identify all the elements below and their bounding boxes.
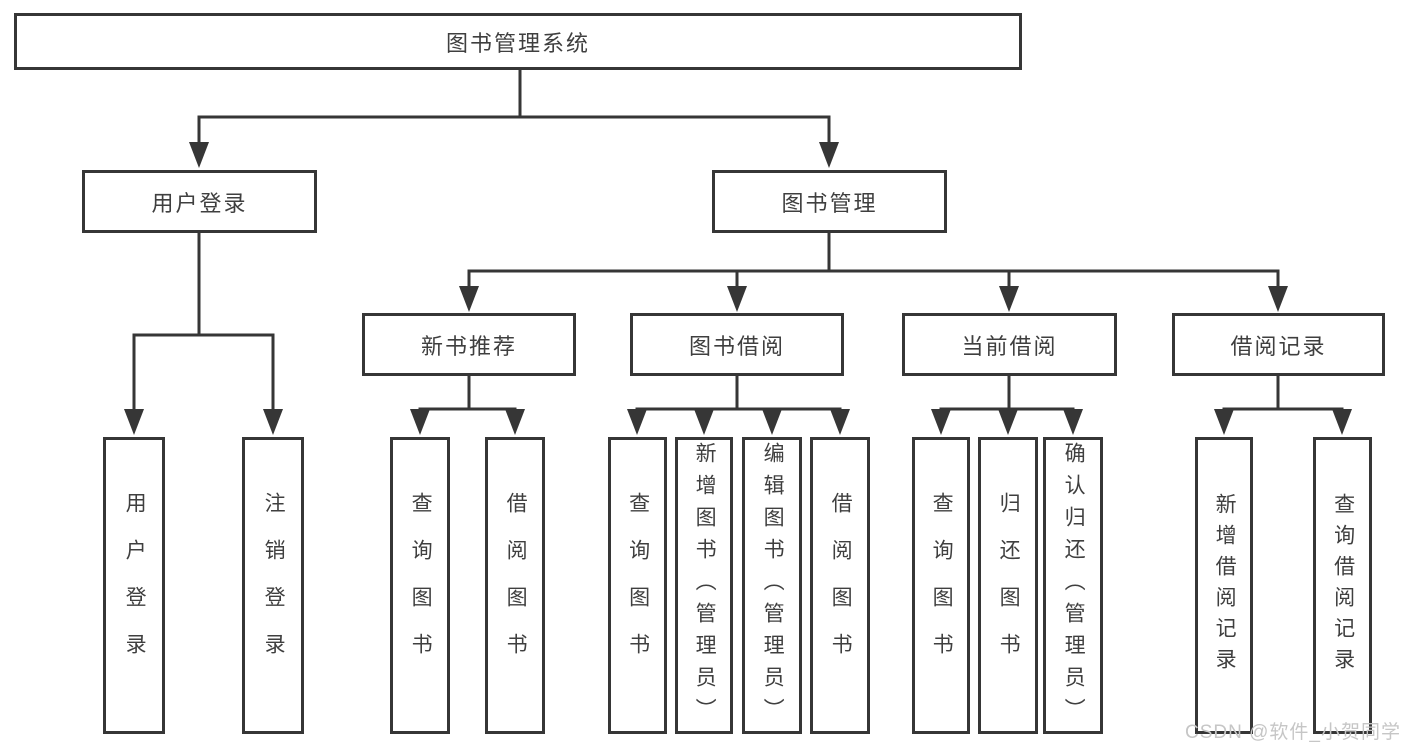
leaf-add-book-admin: 新增图书（管理员）: [675, 437, 733, 734]
leaf-confirm-return-admin-label: 确认归还（管理员）: [1062, 441, 1086, 730]
leaf-query-books-current-label: 查询图书: [930, 491, 954, 680]
node-book-borrow: 图书借阅: [630, 313, 844, 376]
node-borrow-records-label: 借阅记录: [1230, 333, 1327, 359]
leaf-query-books-borrow-label: 查询图书: [626, 491, 650, 680]
leaf-add-book-admin-label: 新增图书（管理员）: [693, 441, 717, 730]
leaf-query-books-current: 查询图书: [912, 437, 970, 734]
node-new-book-recommend: 新书推荐: [362, 313, 576, 376]
node-user-login: 用户登录: [82, 170, 317, 233]
leaf-query-borrow-record-label: 查询借阅记录: [1331, 492, 1355, 679]
leaf-user-login-label: 用户登录: [123, 491, 147, 680]
node-root: 图书管理系统: [14, 13, 1022, 70]
leaf-query-borrow-record: 查询借阅记录: [1313, 437, 1372, 734]
leaf-borrow-books-recommend-label: 借阅图书: [504, 491, 528, 680]
leaf-borrow-books-label: 借阅图书: [829, 491, 853, 680]
leaf-logout: 注销登录: [242, 437, 304, 734]
leaf-confirm-return-admin: 确认归还（管理员）: [1043, 437, 1103, 734]
leaf-add-borrow-record: 新增借阅记录: [1195, 437, 1253, 734]
leaf-add-borrow-record-label: 新增借阅记录: [1213, 492, 1237, 679]
leaf-borrow-books-recommend: 借阅图书: [485, 437, 545, 734]
node-borrow-records: 借阅记录: [1172, 313, 1385, 376]
node-new-book-recommend-label: 新书推荐: [420, 333, 517, 359]
leaf-edit-book-admin: 编辑图书（管理员）: [742, 437, 802, 734]
leaf-borrow-books: 借阅图书: [810, 437, 870, 734]
csdn-watermark: CSDN @软件_小贺同学: [1185, 722, 1401, 743]
leaf-return-books-label: 归还图书: [997, 491, 1021, 680]
node-user-login-label: 用户登录: [151, 190, 248, 216]
node-book-management: 图书管理: [712, 170, 947, 233]
leaf-query-books-borrow: 查询图书: [608, 437, 667, 734]
leaf-logout-label: 注销登录: [262, 491, 286, 680]
node-book-management-label: 图书管理: [781, 190, 878, 216]
node-current-borrow: 当前借阅: [902, 313, 1117, 376]
leaf-edit-book-admin-label: 编辑图书（管理员）: [761, 441, 785, 730]
leaf-query-books-recommend-label: 查询图书: [409, 491, 433, 680]
node-current-borrow-label: 当前借阅: [961, 333, 1058, 359]
leaf-user-login: 用户登录: [103, 437, 165, 734]
node-book-borrow-label: 图书借阅: [688, 333, 785, 359]
leaf-query-books-recommend: 查询图书: [390, 437, 450, 734]
leaf-return-books: 归还图书: [978, 437, 1038, 734]
node-root-label: 图书管理系统: [445, 30, 590, 56]
